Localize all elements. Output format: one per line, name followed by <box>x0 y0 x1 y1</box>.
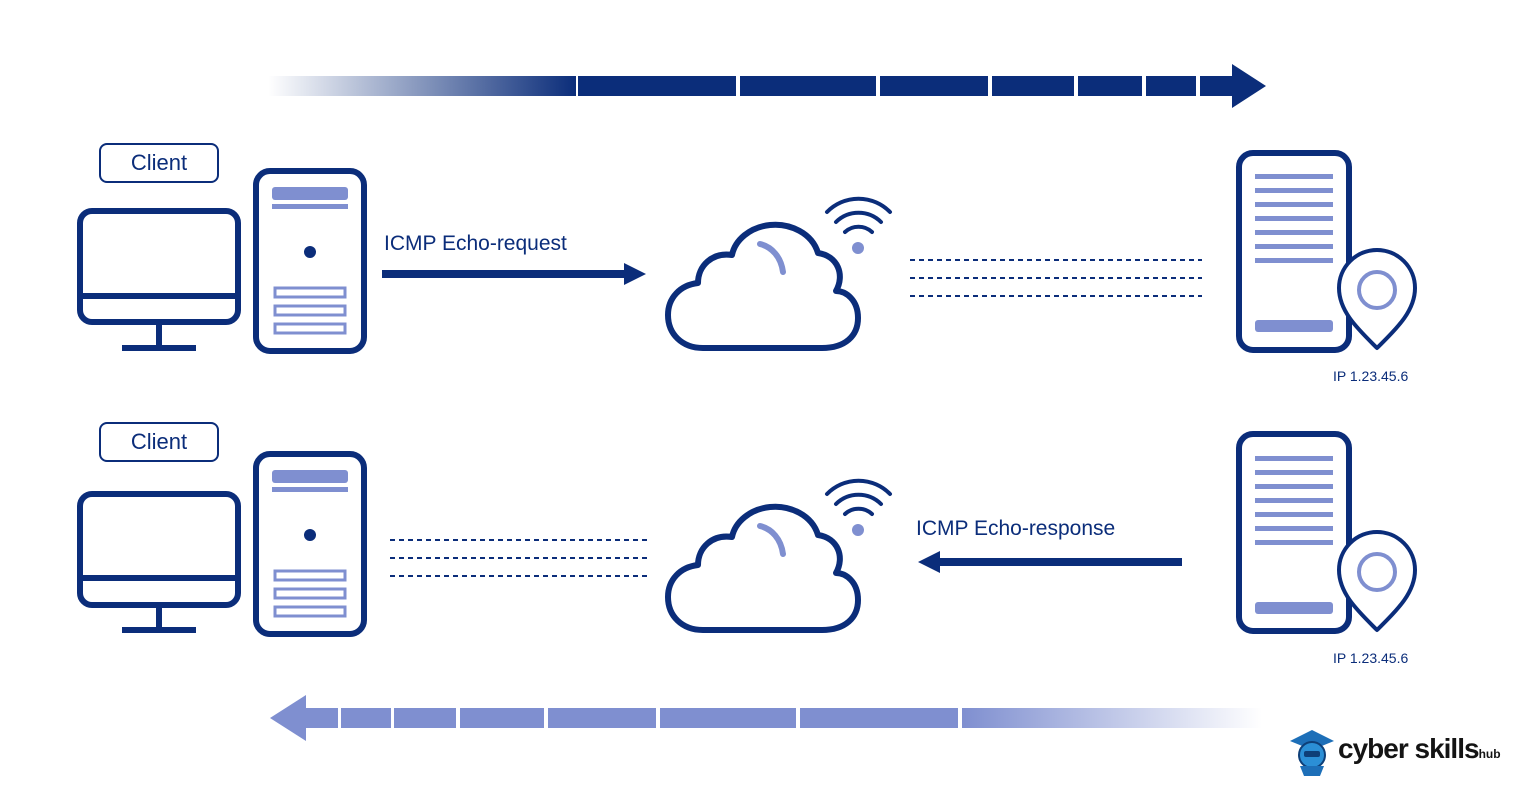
location-pin-icon <box>1337 248 1417 350</box>
client-monitor-icon <box>77 208 241 351</box>
client-label: Client <box>99 143 219 183</box>
brand-logo-suffix: hub <box>1478 747 1501 761</box>
client-monitor-icon <box>77 491 241 633</box>
response-arrow <box>918 551 1182 573</box>
request-arrow <box>382 263 646 285</box>
client-label: Client <box>99 422 219 462</box>
top-direction-arrow <box>268 64 1266 108</box>
server-icon <box>1236 150 1352 353</box>
request-message-label: ICMP Echo-request <box>384 232 567 255</box>
wifi-icon <box>825 196 892 254</box>
server-icon <box>1236 431 1352 634</box>
cloud-icon <box>665 503 861 633</box>
brand-logo-name: cyber skills <box>1338 733 1480 764</box>
bottom-direction-arrow <box>270 695 1262 741</box>
brand-logo: cyber skillshub <box>1338 733 1501 765</box>
cloud-icon <box>665 221 861 351</box>
response-message-label: ICMP Echo-response <box>916 517 1116 540</box>
client-tower-icon <box>253 168 367 354</box>
dotted-connection <box>390 539 648 577</box>
location-pin-icon <box>1337 530 1417 632</box>
client-tower-icon <box>253 451 367 637</box>
wifi-icon <box>825 478 892 536</box>
server-ip-label: IP 1.23.45.6 <box>1333 650 1409 666</box>
logo-mascot-icon <box>1290 730 1334 776</box>
server-ip-label: IP 1.23.45.6 <box>1333 368 1409 384</box>
dotted-connection <box>910 259 1202 297</box>
